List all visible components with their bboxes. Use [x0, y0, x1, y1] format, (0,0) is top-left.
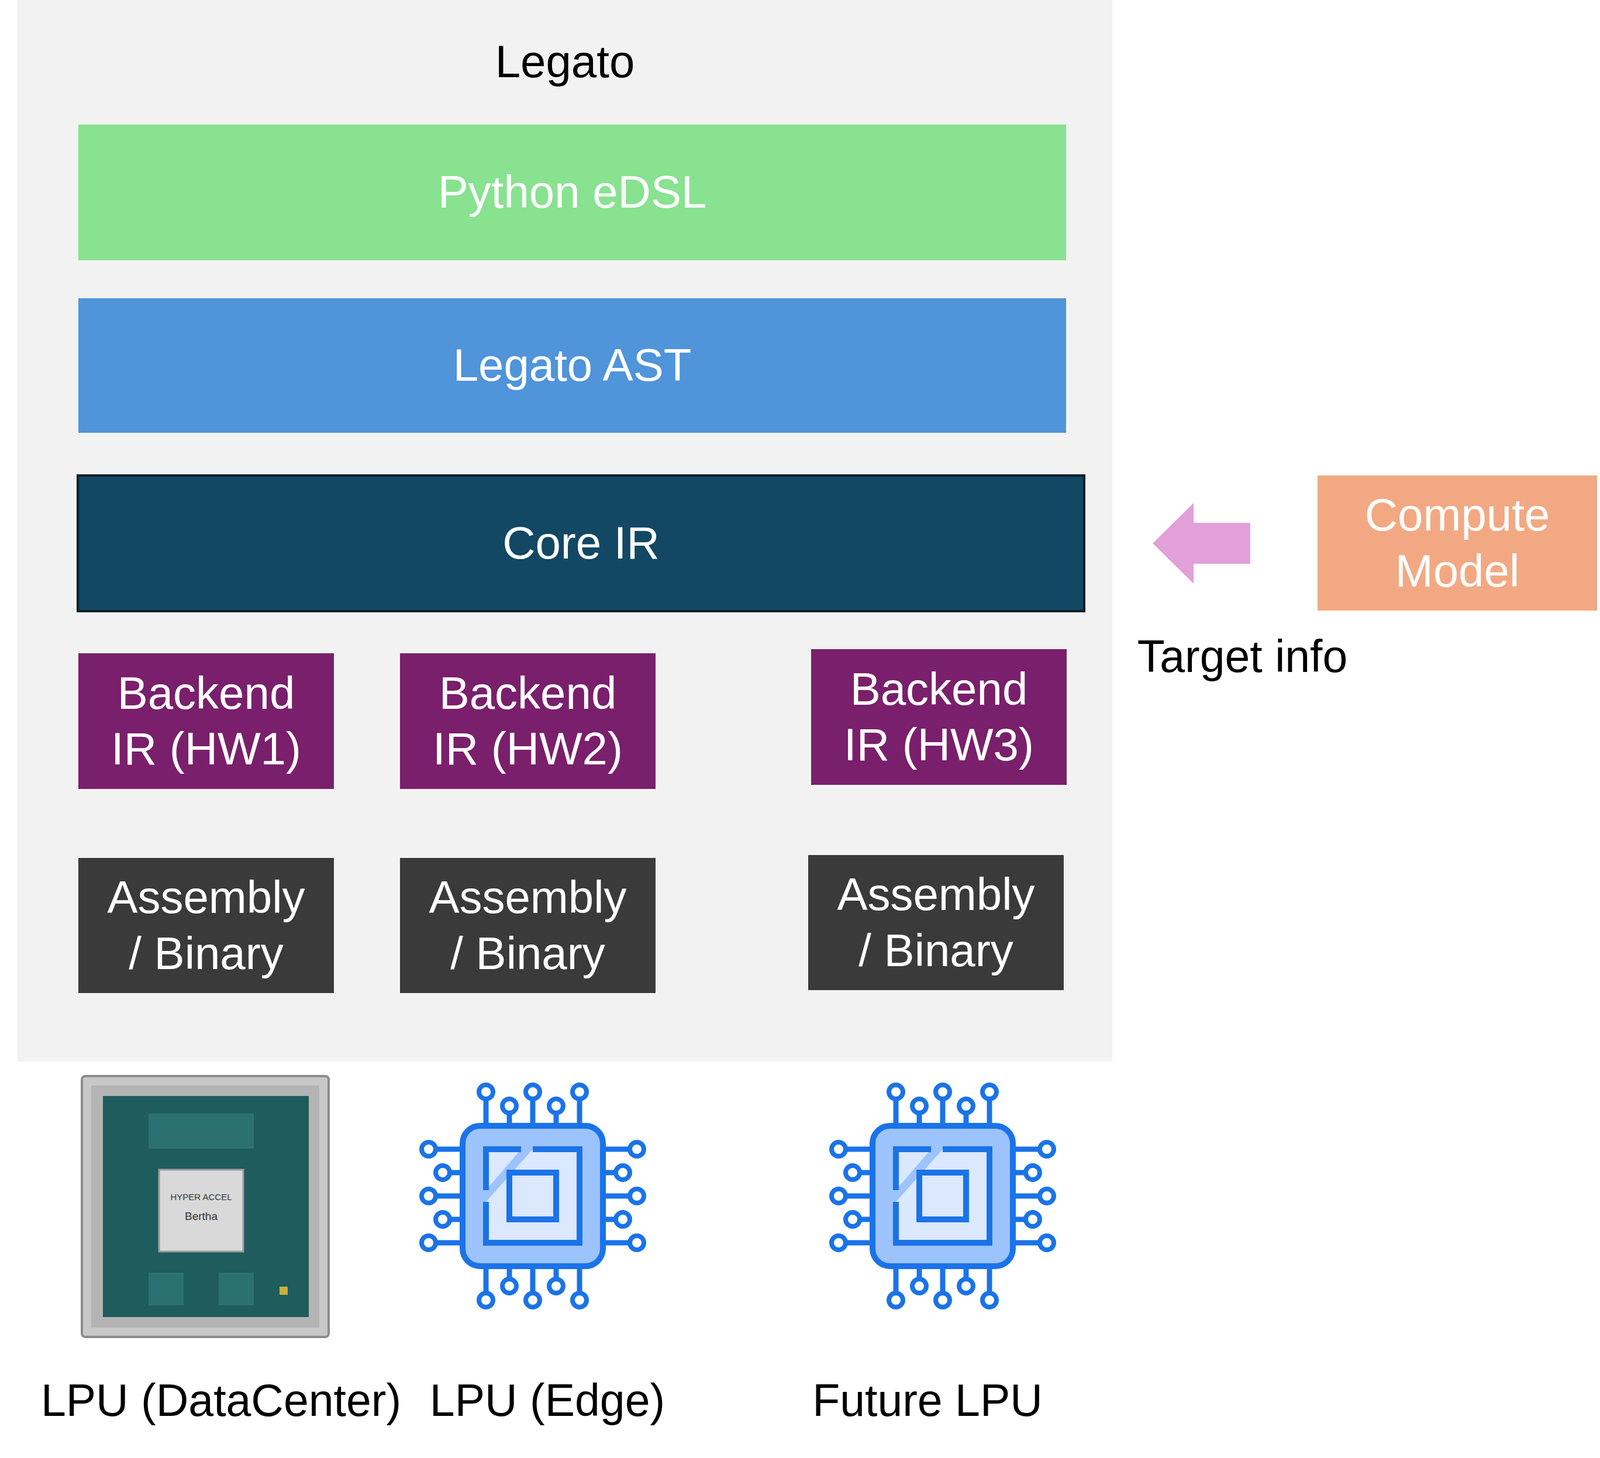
box-label: Backend IR (HW3) [831, 661, 1047, 773]
box-label: Compute Model [1338, 487, 1577, 599]
box-label: Python eDSL [438, 164, 708, 220]
chip-icon [831, 1084, 1054, 1308]
box-label: Legato AST [453, 337, 692, 393]
chip-pads [218, 1272, 254, 1306]
chip-marker [279, 1286, 288, 1295]
device-label: LPU (Edge) [429, 1374, 665, 1427]
device-label: LPU (DataCenter) [40, 1374, 402, 1427]
device-label: Future LPU [812, 1374, 1043, 1427]
chip-icon [421, 1084, 644, 1308]
box-label: Core IR [502, 515, 660, 571]
chip-pads [148, 1113, 254, 1149]
block-arrow [1152, 502, 1251, 584]
binary-box: Assembly / Binary [808, 854, 1064, 991]
chip-substrate [102, 1095, 309, 1317]
backend-box: Backend IR (HW2) [400, 653, 656, 789]
chip-frame [91, 1085, 320, 1328]
box-label: Backend IR (HW2) [420, 665, 636, 777]
box-label: Assembly / Binary [98, 869, 314, 981]
backend-box: Backend IR (HW1) [78, 653, 334, 789]
arrow-shape [1152, 502, 1251, 584]
chip-pads [148, 1272, 184, 1306]
box-label: Assembly / Binary [420, 869, 636, 981]
panel-title: Legato [495, 33, 636, 90]
binary-box: Assembly / Binary [400, 857, 656, 993]
system-panel: LegatoPython eDSL Legato AST Core IR Backen… [17, 0, 1113, 1062]
backend-box: Backend IR (HW3) [811, 649, 1067, 785]
binary-box: Assembly / Binary [78, 857, 334, 993]
layer-band: Legato AST [78, 298, 1067, 433]
box-label: Assembly / Binary [828, 866, 1044, 978]
chip-photo [81, 1076, 329, 1337]
box-label: Backend IR (HW1) [98, 665, 314, 777]
chip-die [159, 1169, 244, 1252]
chip-marking: HYPER ACCEL [170, 1191, 232, 1202]
input-box: Compute Model [1317, 475, 1598, 611]
edge-label: Target info [1137, 630, 1348, 683]
layer-band: Python eDSL [78, 124, 1067, 261]
chip-lid [81, 1076, 329, 1337]
chip-marking: Bertha [184, 1209, 218, 1223]
layer-band: Core IR [76, 474, 1086, 613]
